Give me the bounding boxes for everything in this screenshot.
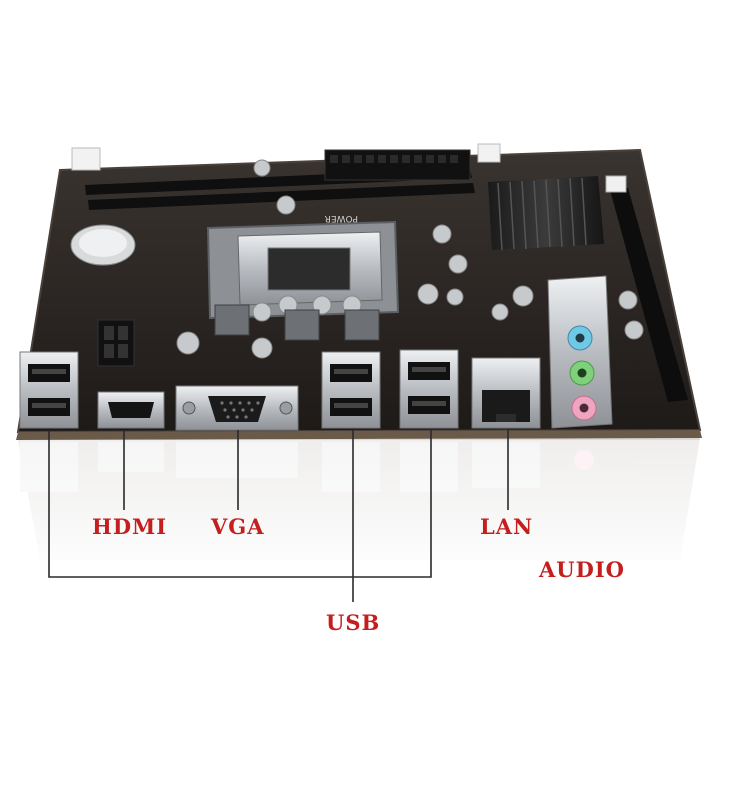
cpu-socket [206, 220, 400, 320]
audio-jack-stack [547, 275, 613, 429]
cpu-power-connector [97, 319, 135, 367]
pcie-slot [605, 175, 688, 402]
lan-label: LAN [480, 514, 534, 539]
usb-port-stack-middle [321, 351, 381, 429]
vga-port [175, 385, 299, 431]
hdmi-port [97, 391, 165, 429]
reflection-fade [0, 440, 738, 580]
silkscreen-power-text: POWER [325, 213, 358, 223]
chokes [214, 304, 380, 341]
cmos-battery [70, 224, 136, 266]
atx-power-connector [324, 149, 471, 181]
hdmi-label: HDMI [92, 514, 168, 539]
chipset-heatsink [488, 176, 604, 251]
audio-label: AUDIO [539, 557, 625, 582]
vga-label: VGA [211, 514, 265, 539]
usb-port-stack-right [399, 349, 459, 429]
leader-lines [48, 430, 509, 602]
usb-label: USB [326, 610, 381, 635]
usb-port-stack-left [19, 351, 79, 429]
capacitors [176, 159, 644, 359]
lan-port [471, 357, 541, 429]
